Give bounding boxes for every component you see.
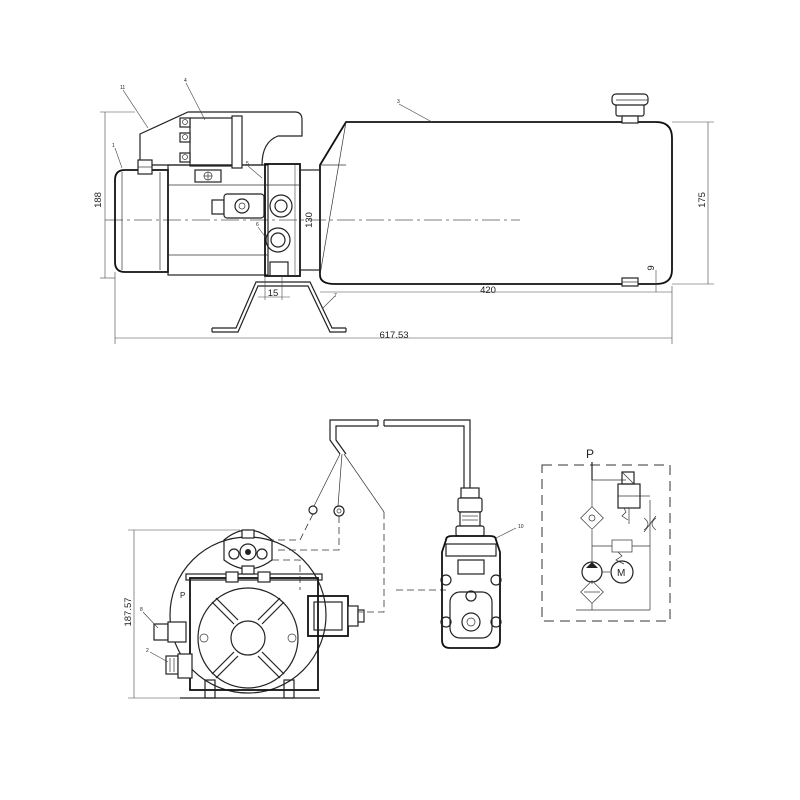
port-p-label: P [180, 591, 185, 600]
callout-8: 8 [140, 607, 143, 613]
callout-7: 7 [334, 293, 337, 299]
callout-1: 1 [112, 143, 115, 149]
dim-overall-length: 617.53 [379, 330, 408, 341]
callout-11: 11 [120, 85, 125, 91]
dim-tank-height: 175 [697, 192, 708, 208]
dim-overall-height: 188 [93, 192, 104, 208]
mounting-bracket [211, 281, 347, 333]
callout-5: 5 [246, 161, 249, 167]
dim-center-height: 130 [304, 212, 315, 228]
top-valve-cap [223, 529, 273, 583]
filter-symbol [580, 580, 604, 604]
dim-foot-height: 9 [646, 265, 657, 270]
schematic-port-p-label: P [586, 447, 594, 461]
pump-motor-symbol: M [581, 560, 634, 584]
solenoid-coil [307, 595, 365, 637]
dimensions-side [100, 111, 714, 344]
dim-tank-length: 420 [480, 285, 496, 296]
drain-plug [621, 277, 639, 287]
port-fitting [211, 193, 265, 219]
start-relay [137, 111, 303, 183]
side-view: 188 175 130 420 617.53 15 9 11 4 3 1 5 6… [93, 78, 714, 344]
dim-end-view-height: 187.57 [123, 597, 134, 626]
end-view: 187.57 P 8 2 [123, 529, 365, 699]
dim-bracket-offset: 15 [268, 288, 279, 299]
callout-2: 2 [146, 648, 149, 654]
filler-cap [611, 93, 649, 124]
callout-10: 10 [518, 524, 524, 530]
callout-6: 6 [256, 222, 259, 228]
electric-motor [114, 164, 269, 276]
hydraulic-schematic: P [541, 447, 671, 622]
leader-lines [114, 82, 433, 310]
motor-symbol-label: M [617, 568, 625, 579]
end-view-feet [180, 679, 320, 699]
side-fittings [153, 621, 193, 679]
hand-pendant-switch: 10 [440, 487, 524, 649]
wiring [270, 419, 471, 613]
valve-block [264, 163, 321, 277]
check-valve-symbol [580, 506, 604, 530]
flange-cross-bars [211, 597, 285, 679]
oil-tank [105, 121, 673, 285]
dashed-wires [270, 512, 446, 613]
terminal-bolts [179, 117, 191, 163]
callout-3: 3 [397, 99, 400, 105]
relief-valve-symbol [592, 539, 650, 565]
callout-4: 4 [184, 78, 187, 84]
